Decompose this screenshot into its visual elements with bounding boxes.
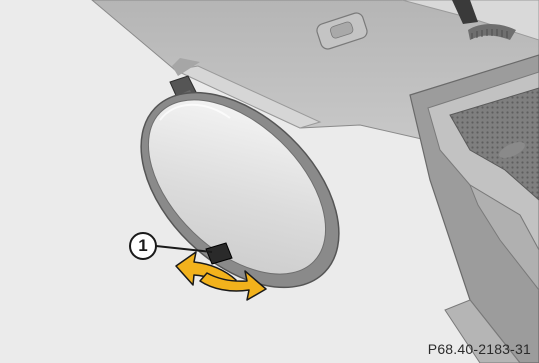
callout-leader [129, 232, 213, 260]
overhead-light-cluster [401, 0, 539, 41]
curved-double-arrow-icon [175, 251, 267, 301]
rearview-mirror [140, 91, 340, 289]
callout-number-label: 1 [138, 236, 148, 255]
figure-code: P68.40-2183-31 [427, 341, 531, 357]
dimming-lever-icon [205, 242, 233, 265]
overhead-button [316, 12, 368, 50]
side-console [409, 54, 539, 363]
